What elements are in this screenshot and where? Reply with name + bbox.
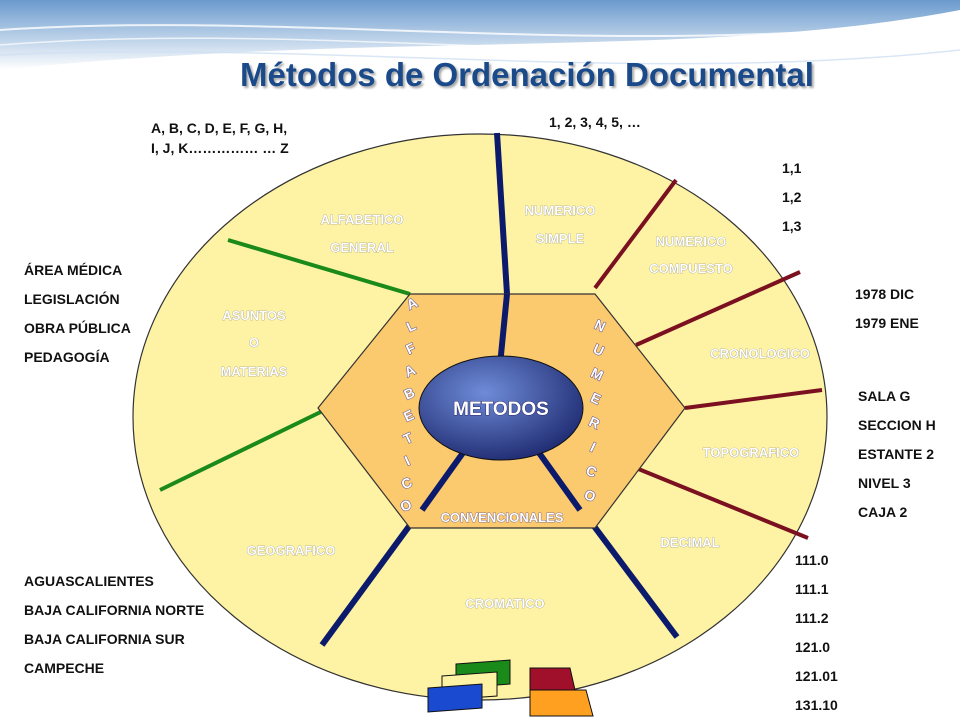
example-line: 131.10 [795,697,838,713]
folder-stack-icon [427,659,511,713]
example-line: 1,2 [782,189,802,205]
center-label: METODOS [453,399,549,420]
example-line: 1979 ENE [855,315,919,331]
hexagon-letter: I [402,452,412,468]
hexagon-letter: I [588,439,598,455]
section-line: CROMATICO [465,596,544,611]
example-line: 111.0 [795,552,829,568]
example-line: LEGISLACIÓN [24,291,120,307]
center-line-top [497,293,510,366]
section-line: GENERAL [330,240,394,255]
examples-decimal: 111.0 111.1 111.2 121.0 121.01 131.10 [795,546,838,720]
section-numerico-simple: NUMERICO SIMPLE [524,203,596,247]
example-line: BAJA CALIFORNIA SUR [24,631,185,647]
section-cronologico: CRONOLOGICO [710,346,810,362]
examples-numerico-compuesto: 1,1 1,2 1,3 [782,154,801,241]
example-line: ESTANTE 2 [858,446,934,462]
folder-pair-icon [529,667,594,717]
example-line: PEDAGOGÍA [24,349,110,365]
example-line: CAJA 2 [858,504,908,520]
section-line: COMPUESTO [649,261,733,276]
section-line: MATERIAS [221,364,288,379]
example-line: 1978 DIC [855,286,915,302]
example-line: OBRA PÚBLICA [24,320,131,336]
example-line: 1,1 [782,160,802,176]
example-line: ÁREA MÉDICA [24,262,123,278]
examples-asuntos: ÁREA MÉDICA LEGISLACIÓN OBRA PÚBLICA PED… [24,256,131,372]
section-line: SIMPLE [536,231,585,246]
section-numerico-compuesto: NUMERICO COMPUESTO [649,234,733,277]
example-line: BAJA CALIFORNIA NORTE [24,602,205,618]
section-line: NUMERICO [525,203,596,218]
example-line: I, J, K…………… … Z [151,140,289,156]
divider-red-4 [635,466,809,540]
example-line: SALA G [858,388,911,404]
example-line: AGUASCALIENTES [24,573,154,589]
example-line: 1,3 [782,218,802,234]
section-line: TOPOGRAFICO [703,445,800,460]
divider-green-left [159,403,336,492]
section-line: O [249,335,259,350]
hexagon-bottom-label: CONVENCIONALES [441,510,564,525]
section-line: CRONOLOGICO [710,346,810,361]
example-line: 121.01 [795,668,838,684]
section-line: GEOGRAFICO [247,543,336,558]
section-line: DECIMAL [660,535,719,550]
header-wave-banner [0,0,960,70]
center-line-bottom-left [419,448,468,512]
example-line: NIVEL 3 [858,475,911,491]
examples-geografico: AGUASCALIENTES BAJA CALIFORNIA NORTE BAJ… [24,567,204,683]
section-cromatico: CROMATICO [465,596,545,612]
section-decimal: DECIMAL [660,535,720,551]
divider-blue-top [494,132,510,295]
example-line: 111.2 [795,610,829,626]
section-asuntos: ASUNTOS O MATERIAS [220,308,288,380]
section-topografico: TOPOGRAFICO [702,445,800,461]
divider-green-top-left [227,238,411,296]
examples-cronologico: 1978 DIC 1979 ENE [855,280,919,338]
examples-alfabetico: A, B, C, D, E, F, G, H, I, J, K…………… … Z [151,118,289,158]
section-alfabetico-general: ALFABETICO GENERAL [320,212,404,256]
section-line: ALFABETICO [320,212,403,227]
section-line: NUMERICO [656,234,727,249]
example-line: 121.0 [795,639,831,655]
divider-red-1 [593,178,678,290]
section-line: ASUNTOS [222,308,286,323]
example-line: CAMPECHE [24,660,105,676]
divider-red-3 [684,388,823,410]
page-title: Métodos de Ordenación Documental [240,56,814,93]
examples-topografico: SALA G SECCION H ESTANTE 2 NIVEL 3 CAJA … [858,382,936,527]
example-line: 111.1 [795,581,829,597]
example-line: 1, 2, 3, 4, 5, … [549,114,641,130]
center-line-bottom-right [534,448,583,512]
example-line: SECCION H [858,417,936,433]
section-geografico: GEOGRAFICO [246,543,336,559]
center-ellipse [418,355,584,461]
examples-numerico-simple: 1, 2, 3, 4, 5, … [549,108,641,137]
example-line: A, B, C, D, E, F, G, H, [151,120,288,136]
divider-red-2 [635,270,801,347]
